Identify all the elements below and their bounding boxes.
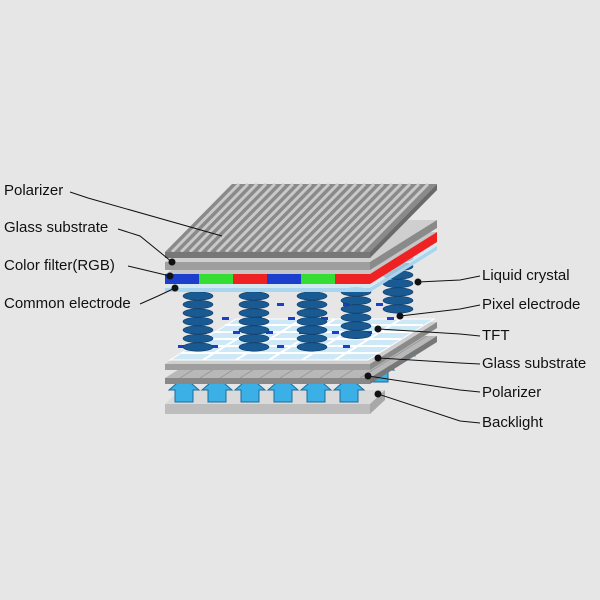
label-backlight: Backlight (482, 414, 543, 431)
liquid-crystal-molecule (238, 308, 270, 318)
liquid-crystal-molecule (238, 325, 270, 335)
liquid-crystal-molecule (382, 295, 414, 305)
liquid-crystal-molecule (340, 304, 372, 314)
leader-dots (166, 258, 422, 398)
liquid-crystal-molecule (296, 308, 328, 318)
liquid-crystal-molecule (296, 333, 328, 343)
liquid-crystal-molecule (182, 333, 214, 343)
leader-lines (69, 191, 481, 424)
liquid-crystal-molecule (340, 312, 372, 322)
liquid-crystal-stack (238, 291, 270, 352)
label-polarizer-bottom: Polarizer (482, 384, 542, 401)
liquid-crystal-molecule (182, 325, 214, 335)
liquid-crystal-molecule (296, 342, 328, 352)
label-tft: TFT (482, 327, 510, 344)
liquid-crystal-molecule (296, 316, 328, 326)
label-pixel-electrode: Pixel electrode (482, 296, 581, 313)
liquid-crystal-molecule (238, 333, 270, 343)
liquid-crystal-molecule (238, 342, 270, 352)
liquid-crystal-molecule (182, 316, 214, 326)
liquid-crystal-molecule (182, 299, 214, 309)
liquid-crystal-molecule (238, 316, 270, 326)
label-common-electrode: Common electrode (4, 295, 131, 312)
top-polarizer (165, 182, 437, 258)
liquid-crystal-molecule (182, 342, 214, 352)
liquid-crystal-molecule (296, 291, 328, 301)
liquid-crystal-molecule (382, 304, 414, 314)
liquid-crystal-molecule (382, 287, 414, 297)
label-polarizer-top: Polarizer (4, 182, 64, 199)
liquid-crystal-molecule (238, 291, 270, 301)
liquid-crystal-stack (182, 291, 214, 352)
liquid-crystal-molecule (296, 325, 328, 335)
liquid-crystal-molecule (238, 299, 270, 309)
liquid-crystal-molecule (340, 329, 372, 339)
label-liquid-crystal: Liquid crystal (482, 267, 570, 284)
liquid-crystal-molecule (340, 321, 372, 331)
liquid-crystal-molecule (340, 295, 372, 305)
liquid-crystal-molecule (182, 291, 214, 301)
liquid-crystal-molecule (296, 299, 328, 309)
liquid-crystal-molecule (182, 308, 214, 318)
liquid-crystal-stack (296, 291, 328, 352)
label-glass-substrate-top: Glass substrate (4, 219, 109, 236)
label-glass-substrate-bottom: Glass substrate (482, 355, 587, 372)
label-color-filter: Color filter(RGB) (4, 257, 115, 274)
